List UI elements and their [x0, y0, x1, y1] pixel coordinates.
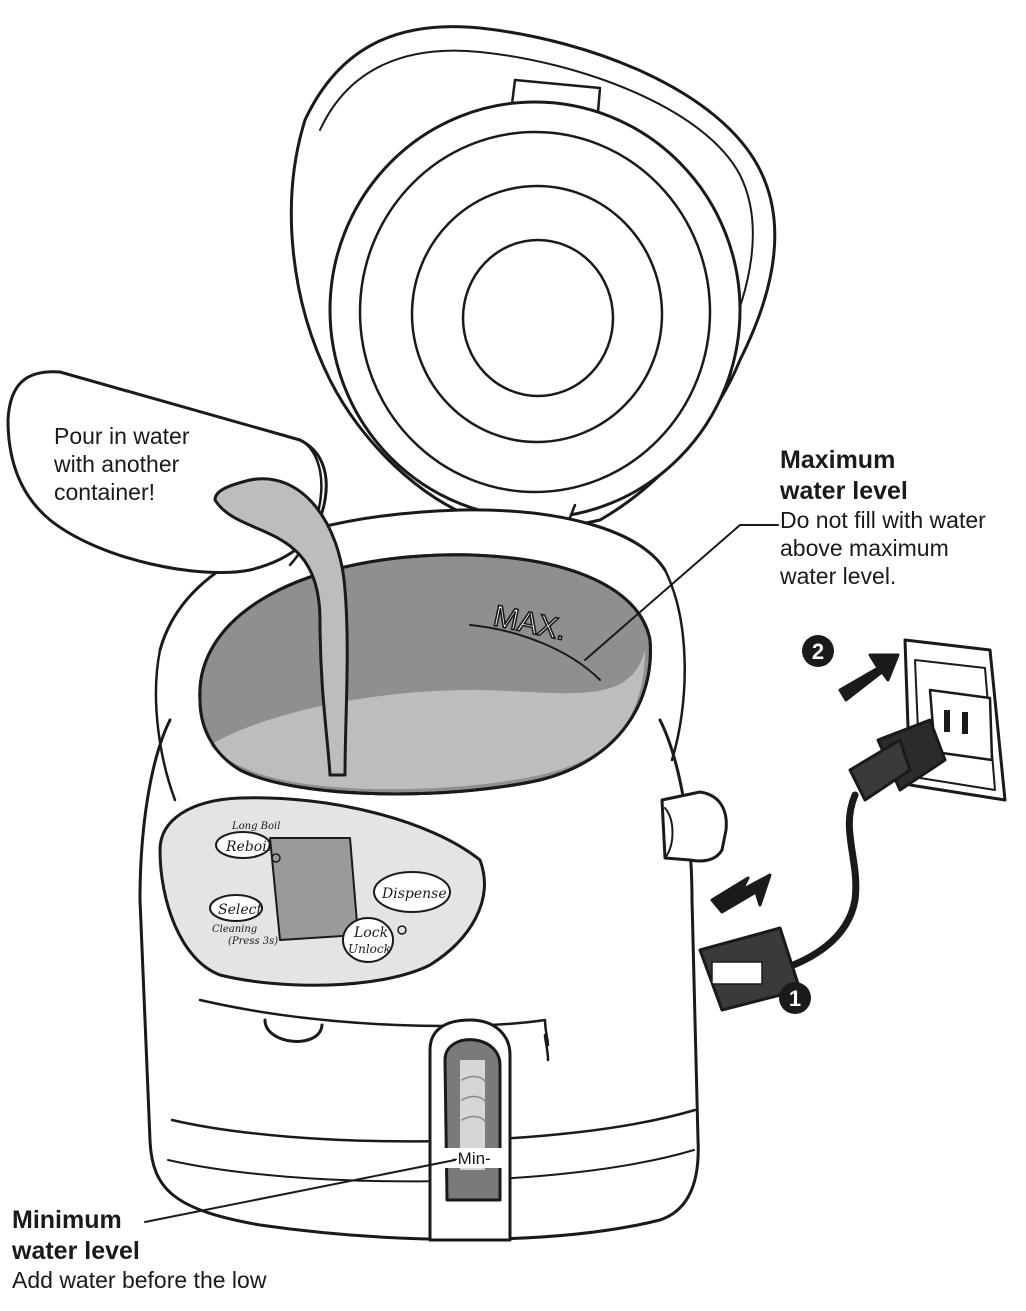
- lid: [289, 25, 777, 560]
- min-desc-line: Add water before the low: [12, 1267, 267, 1293]
- min-water-level-label: Minimum water level Add water before the…: [12, 1205, 266, 1294]
- power-cord: [698, 718, 947, 1012]
- pour-note-line: with another: [54, 451, 180, 478]
- lock-button: Lock: [353, 925, 388, 941]
- max-desc-line: above maximum: [780, 535, 949, 562]
- water-gauge: [428, 1018, 550, 1242]
- pour-note: Pour in water with another container!: [54, 422, 190, 506]
- step-badges: 2 1: [779, 635, 834, 1014]
- control-panel: [158, 796, 486, 987]
- max-title-line: Maximum: [780, 446, 896, 474]
- reboil-button: Reboil: [225, 839, 271, 855]
- unlock-label: Unlock: [348, 942, 391, 956]
- min-title-line: water level: [12, 1236, 140, 1265]
- select-button: Select: [218, 902, 262, 918]
- max-desc-line: water level.: [780, 563, 897, 590]
- step-1-badge: 1: [789, 986, 801, 1011]
- arrows: [710, 653, 900, 914]
- max-desc-line: Do not fill with water: [780, 507, 986, 533]
- min-title-line: Minimum: [12, 1206, 122, 1234]
- dispense-button: Dispense: [381, 886, 447, 902]
- cleaning-label: Cleaning: [212, 924, 257, 935]
- max-water-level-label: Maximum water level Do not fill with wat…: [780, 445, 986, 590]
- step-2-badge: 2: [812, 639, 824, 664]
- long-boil-label: Long Boil: [231, 821, 280, 832]
- min-mark: -Min-: [452, 1149, 491, 1168]
- press-3s-label: (Press 3s): [228, 936, 278, 947]
- max-title-line: water level: [780, 476, 908, 505]
- pitcher: [6, 370, 349, 777]
- pour-note-line: Pour in water: [54, 423, 190, 449]
- pour-note-line: container!: [54, 479, 156, 506]
